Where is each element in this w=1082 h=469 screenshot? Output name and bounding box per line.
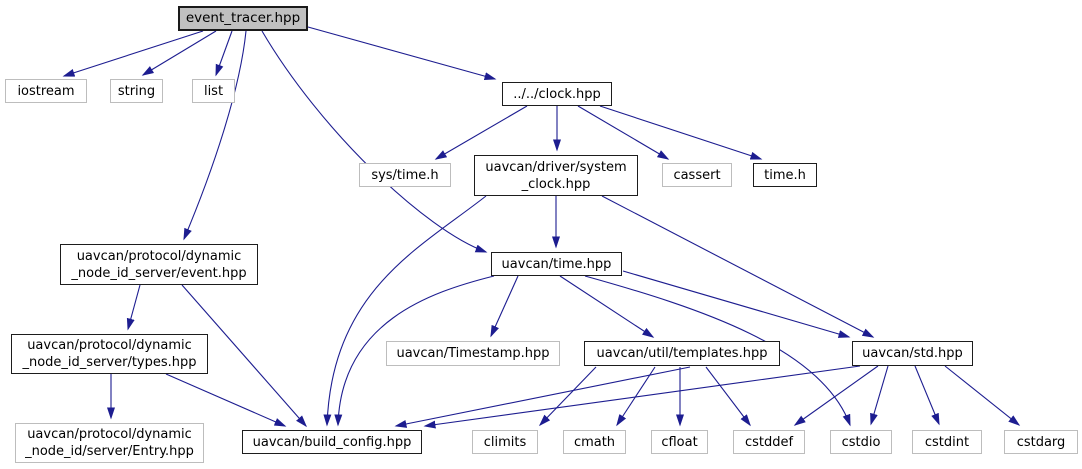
edge-event-build_config (181, 284, 307, 428)
node-uavcan-util-templates-hpp[interactable]: uavcan/util/templates.hpp (584, 341, 780, 366)
node-cstdint: cstdint (912, 430, 982, 454)
edge-std-cstdio (870, 365, 889, 426)
edge-types-build_config (165, 373, 287, 427)
edge-std-cstddef (793, 365, 879, 426)
edge-time_hpp-std (622, 270, 851, 338)
edge-clock-sys_time (434, 105, 528, 160)
node-dynamic-node-id-server-types-hpp[interactable]: uavcan/protocol/dynamic _node_id_server/… (11, 334, 208, 374)
edge-event_tracer-string (141, 30, 217, 76)
edge-event-types (126, 284, 141, 331)
edge-system_clock-std (601, 195, 875, 338)
node-cfloat: cfloat (651, 430, 708, 454)
edge-clock-time_h (599, 105, 763, 160)
node-cmath: cmath (563, 430, 626, 454)
edge-system_clock-build_config (323, 195, 487, 427)
node-clock-hpp[interactable]: ../../clock.hpp (502, 82, 612, 106)
node-dynamic-node-id-server-entry-hpp: uavcan/protocol/dynamic _node_id/server/… (15, 423, 204, 463)
node-uavcan-std-hpp[interactable]: uavcan/std.hpp (852, 341, 973, 366)
node-string: string (110, 79, 163, 103)
node-climits: climits (472, 430, 538, 454)
edge-templates-build_config (394, 366, 691, 428)
edge-std-cstdint (914, 365, 940, 426)
node-time-h[interactable]: time.h (753, 163, 817, 187)
edge-templates-climits (538, 366, 597, 427)
node-uavcan-timestamp-hpp: uavcan/Timestamp.hpp (386, 341, 560, 366)
edge-time_hpp-templates (559, 275, 655, 338)
node-dynamic-node-id-server-event-hpp[interactable]: uavcan/protocol/dynamic _node_id_server/… (60, 244, 258, 285)
edge-time_hpp-timestamp (490, 275, 519, 338)
edge-event_tracer-list (215, 30, 233, 77)
node-uavcan-time-hpp[interactable]: uavcan/time.hpp (491, 252, 622, 276)
node-sys-time-h: sys/time.h (359, 163, 451, 187)
edge-event_tracer-event (183, 30, 247, 241)
node-event-tracer-hpp: event_tracer.hpp (178, 6, 308, 31)
node-list: list (192, 79, 235, 103)
edge-event_tracer-time_hpp (261, 30, 488, 253)
edge-event_tracer-iostream (62, 30, 204, 77)
node-iostream: iostream (5, 79, 87, 103)
edge-std-cstdarg (944, 365, 1021, 426)
node-cstdio: cstdio (830, 430, 892, 454)
edge-templates-cmath (616, 366, 656, 427)
node-cstddef: cstddef (733, 430, 805, 454)
edge-clock-cassert (577, 105, 670, 160)
edge-event_tracer-clock (307, 26, 497, 81)
edge-templates-cstddef (705, 366, 751, 427)
node-cassert: cassert (662, 163, 732, 187)
node-uavcan-build-config-hpp[interactable]: uavcan/build_config.hpp (242, 430, 422, 454)
edge-time_hpp-build_config (334, 275, 495, 427)
node-driver-system-clock-hpp[interactable]: uavcan/driver/system _clock.hpp (474, 155, 638, 196)
node-cstdarg: cstdarg (1004, 430, 1078, 454)
edge-std-build_config (423, 365, 861, 429)
